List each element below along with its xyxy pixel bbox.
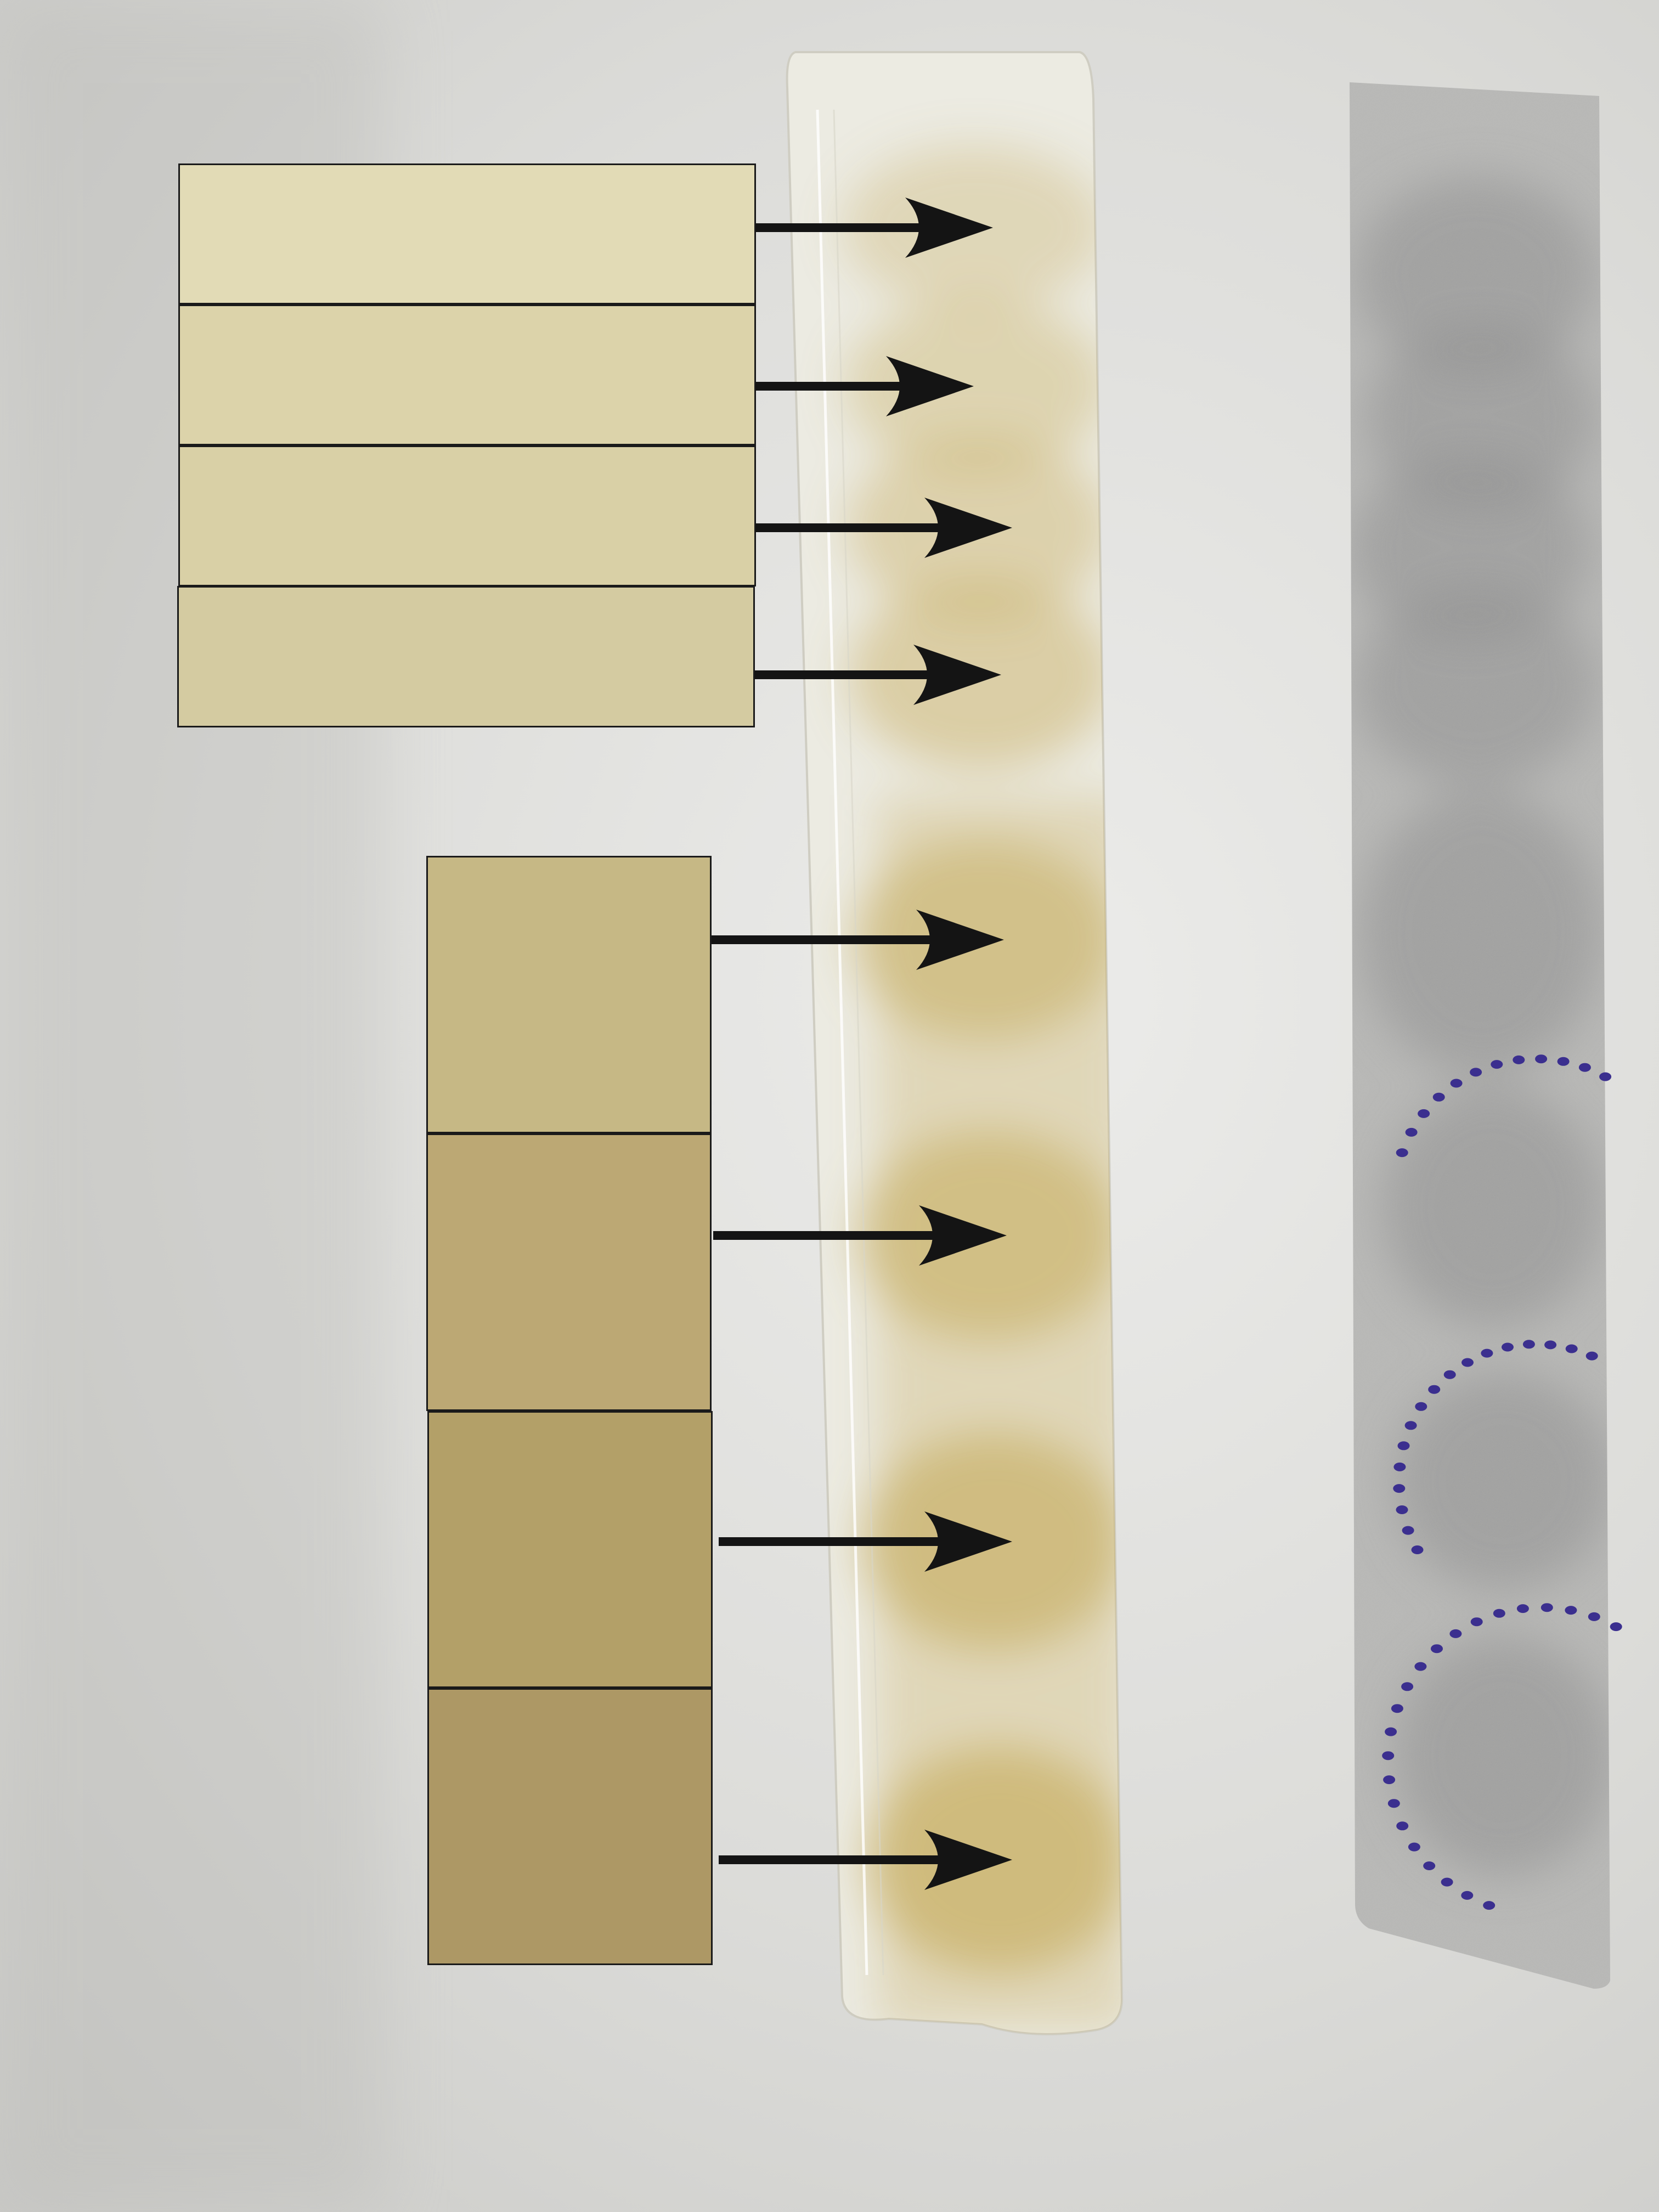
swatch-4 [177, 586, 755, 727]
pen-dot-25 [1502, 1343, 1514, 1352]
pen-dot-28 [1566, 1345, 1578, 1353]
pen-dot-48 [1541, 1603, 1553, 1612]
pen-dot-37 [1383, 1775, 1395, 1784]
pen-dot-14 [1402, 1526, 1414, 1535]
pen-dot-50 [1588, 1612, 1600, 1621]
pen-dot-5 [1451, 1079, 1463, 1088]
pen-dot-4 [1433, 1093, 1445, 1102]
pen-dot-13 [1412, 1545, 1424, 1554]
pen-dot-3 [1418, 1109, 1430, 1118]
swatch-2 [178, 304, 756, 445]
pen-dot-17 [1393, 1463, 1406, 1471]
pen-dot-34 [1408, 1843, 1420, 1852]
pen-dot-26 [1523, 1340, 1535, 1348]
pen-dot-27 [1544, 1340, 1556, 1349]
pen-dot-7 [1491, 1060, 1503, 1069]
pen-dot-11 [1579, 1063, 1591, 1072]
stained-strip-copy [1339, 77, 1624, 1997]
tlc-bands [843, 145, 1130, 2030]
pen-dot-47 [1517, 1604, 1529, 1613]
pen-dot-40 [1391, 1704, 1403, 1713]
swatch-7 [427, 1411, 713, 1688]
pen-dot-51 [1610, 1622, 1622, 1631]
pen-dot-18 [1398, 1441, 1410, 1450]
pen-dot-2 [1406, 1128, 1418, 1137]
pen-dot-35 [1396, 1821, 1408, 1830]
pen-dot-39 [1385, 1728, 1397, 1736]
swatch-1 [178, 163, 756, 304]
pen-dot-44 [1449, 1629, 1462, 1638]
pen-dot-29 [1586, 1352, 1598, 1361]
tlc-band-wash [878, 795, 1130, 2030]
pen-dot-36 [1388, 1799, 1400, 1808]
pen-dot-32 [1441, 1878, 1453, 1887]
pen-dot-12 [1599, 1073, 1611, 1081]
pen-dot-23 [1462, 1358, 1474, 1367]
pen-dot-43 [1431, 1644, 1443, 1653]
pen-dot-6 [1470, 1068, 1482, 1076]
swatch-8 [427, 1688, 713, 1965]
pen-dot-30 [1483, 1901, 1495, 1910]
pen-dot-1 [1396, 1148, 1408, 1157]
pen-dot-38 [1382, 1751, 1394, 1760]
pen-dot-9 [1535, 1054, 1547, 1063]
tlc-plate [787, 52, 1131, 2034]
pen-dot-15 [1396, 1505, 1408, 1514]
pen-dot-8 [1513, 1056, 1525, 1064]
pen-dot-33 [1423, 1861, 1435, 1870]
pen-dot-41 [1401, 1682, 1413, 1691]
pen-dot-10 [1558, 1057, 1570, 1066]
swatch-3 [178, 445, 756, 586]
pen-dot-19 [1405, 1421, 1417, 1430]
pen-dot-16 [1393, 1484, 1405, 1493]
pen-dot-21 [1428, 1385, 1440, 1394]
pen-dot-49 [1565, 1606, 1577, 1615]
swatch-5 [426, 856, 712, 1133]
pen-dot-20 [1415, 1402, 1427, 1411]
pen-dot-31 [1461, 1891, 1473, 1900]
pen-dot-24 [1481, 1349, 1493, 1358]
pen-dot-46 [1493, 1609, 1505, 1618]
pen-dot-22 [1444, 1370, 1456, 1379]
pen-dot-42 [1414, 1662, 1426, 1671]
pen-dot-45 [1471, 1617, 1483, 1626]
swatch-6 [426, 1133, 712, 1411]
